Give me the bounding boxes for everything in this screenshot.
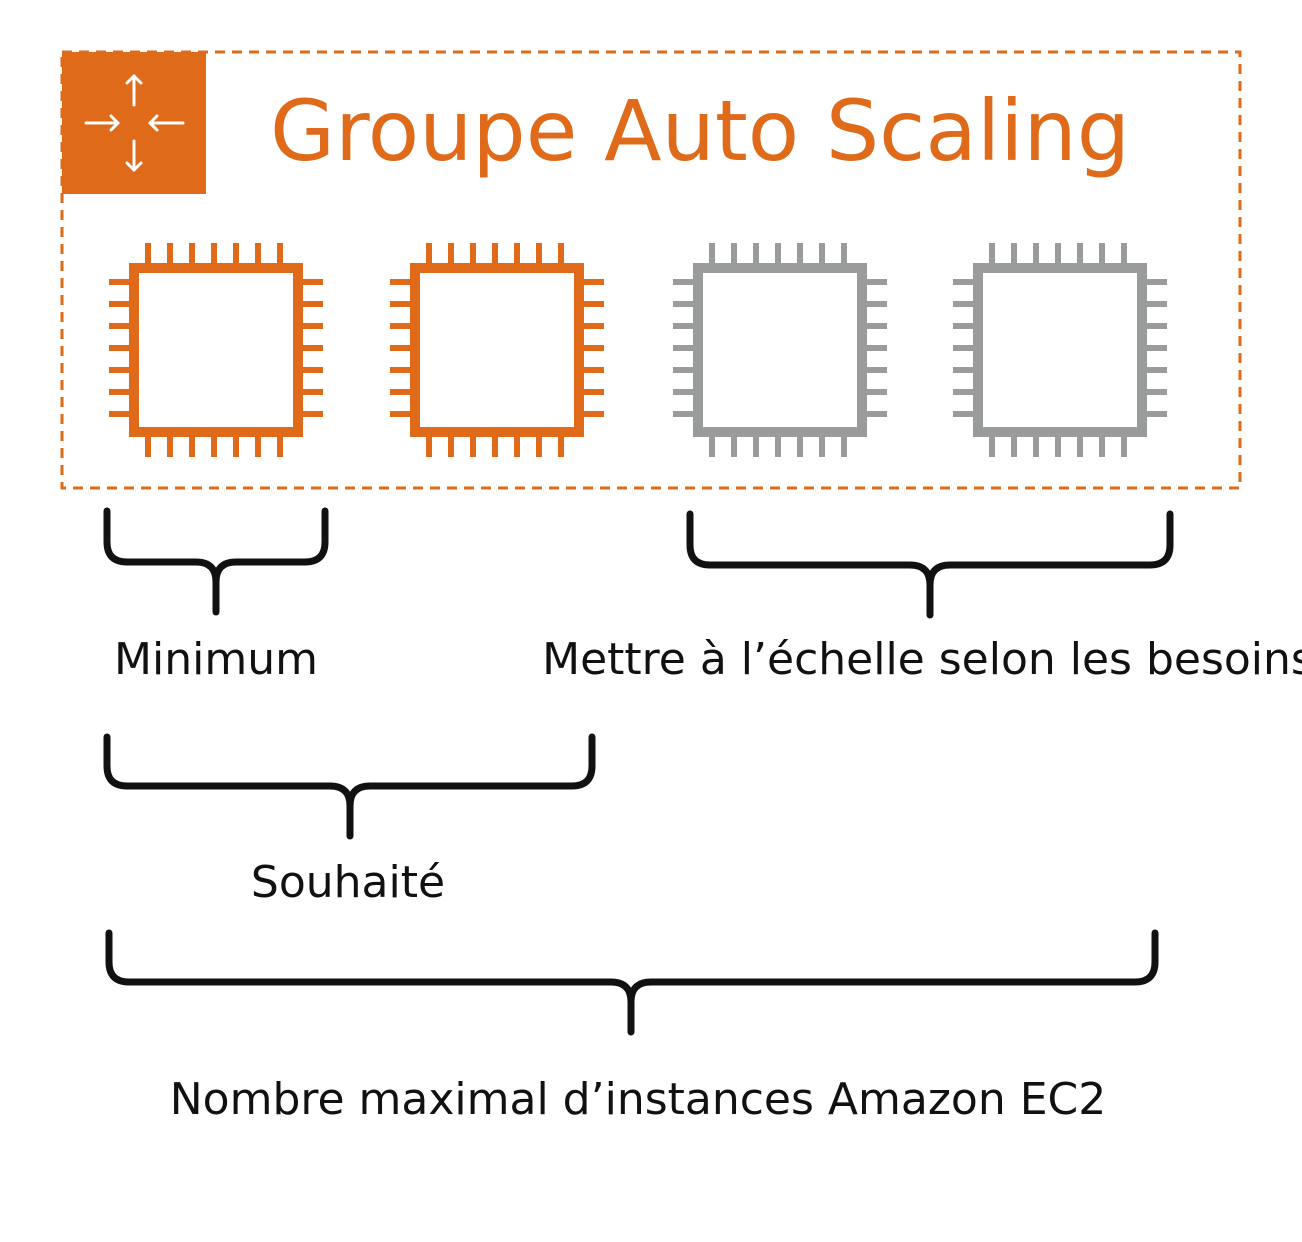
desired-label: Souhaité	[251, 857, 445, 908]
minimum-bracket	[103, 507, 329, 616]
ec2-instance-chip-icon	[390, 243, 604, 457]
desired-bracket	[103, 733, 596, 840]
maximum-label: Nombre maximal d’instances Amazon EC2	[170, 1074, 1106, 1125]
auto-scaling-arrows-icon	[62, 52, 206, 194]
ec2-instance-chip-icon	[953, 243, 1167, 457]
maximum-bracket	[105, 929, 1159, 1036]
instances	[109, 243, 1167, 457]
group-title: Groupe Auto Scaling	[270, 82, 1130, 180]
auto-scaling-group-border	[60, 50, 1242, 490]
scale-bracket	[686, 510, 1174, 619]
scale-label: Mettre à l’échelle selon les besoins	[542, 634, 1302, 685]
ec2-instance-chip-icon	[673, 243, 887, 457]
minimum-label: Minimum	[114, 634, 318, 685]
ec2-instance-chip-icon	[109, 243, 323, 457]
